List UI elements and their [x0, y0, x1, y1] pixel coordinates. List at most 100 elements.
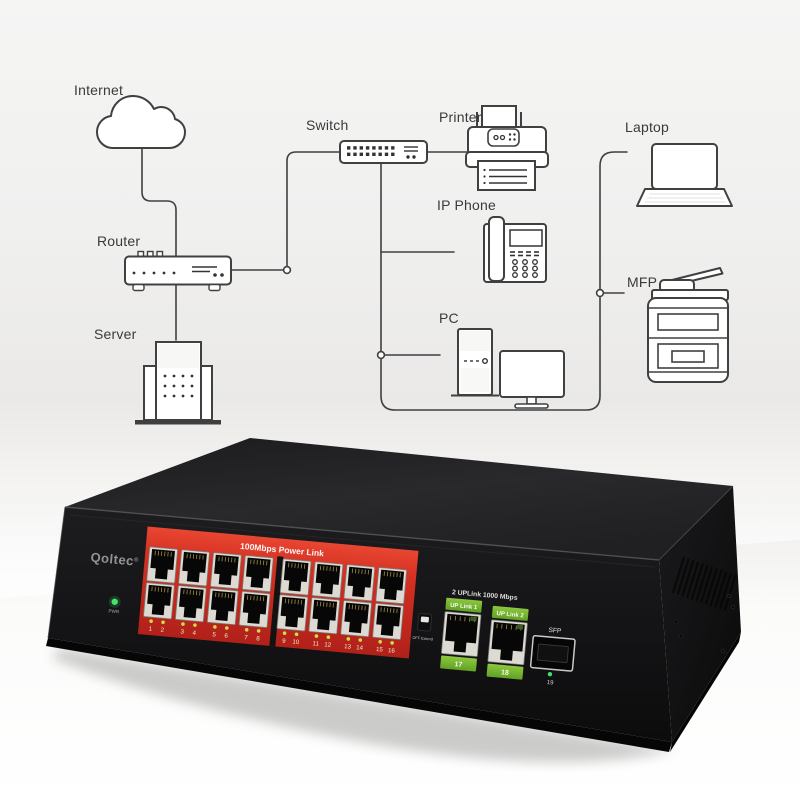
rj45-port — [340, 600, 372, 638]
port-number: 15 — [376, 646, 384, 654]
rj45-port — [308, 597, 341, 635]
label-laptop: Laptop — [625, 119, 670, 135]
port-number: 3 — [180, 628, 185, 635]
uplink-port-block: UP Link 2 18 — [486, 605, 529, 680]
label-ip-phone: IP Phone — [437, 197, 496, 213]
rj45-port — [441, 611, 482, 657]
screw-hole — [730, 604, 736, 610]
vent-slat — [681, 559, 695, 597]
internet-cloud-icon — [96, 95, 186, 149]
uplink-label: UP Link 1 — [450, 603, 478, 611]
port-led — [358, 638, 363, 642]
side-vents — [671, 556, 737, 611]
rj45-port — [238, 590, 271, 628]
uplink-number: 18 — [501, 669, 509, 677]
rj45-port — [242, 555, 274, 593]
label-mfp: MFP — [627, 274, 658, 290]
uplink-number: 17 — [454, 661, 462, 669]
port-led — [161, 620, 165, 625]
vent-slat — [714, 571, 728, 608]
line-internet-router — [141, 147, 177, 257]
line-joint-switch — [286, 151, 340, 268]
chassis-bottom-lip-side — [670, 632, 741, 752]
rj45-port — [279, 558, 312, 596]
rj45-port — [372, 602, 404, 640]
port-led — [256, 629, 261, 633]
rj45-port — [311, 561, 344, 599]
rj45-port — [206, 588, 239, 626]
label-switch: Switch — [306, 117, 349, 133]
port-led — [213, 625, 217, 629]
server-icon — [135, 341, 221, 425]
screw-hole — [720, 648, 726, 654]
junction-router — [282, 265, 292, 275]
mfp-icon — [647, 267, 729, 383]
port-led — [314, 634, 319, 638]
screw-hole — [726, 593, 732, 599]
vent-slat — [671, 556, 686, 594]
line-trunk — [380, 151, 628, 411]
port-group-divider — [269, 556, 284, 647]
port-led — [244, 628, 249, 632]
port-led — [294, 632, 299, 637]
rj45-port — [175, 585, 207, 623]
port-led — [193, 623, 197, 627]
rj45-port — [146, 546, 178, 584]
label-internet: Internet — [74, 82, 124, 98]
dip-switch: OFF Extend — [412, 612, 433, 642]
port-number: 12 — [324, 641, 332, 649]
connection-lines — [141, 147, 628, 411]
printer-icon — [465, 105, 549, 191]
port-number: 4 — [192, 629, 197, 636]
vent-slat — [723, 574, 737, 611]
side-screws — [673, 593, 736, 654]
sfp-number: 19 — [547, 680, 555, 687]
vent-slat — [718, 572, 733, 610]
screw-hole — [673, 619, 679, 625]
port-led — [149, 619, 153, 623]
label-pc: PC — [439, 310, 459, 326]
junction-dots — [282, 265, 605, 360]
uplink-label: UP Link 2 — [496, 611, 524, 619]
port-number: 7 — [244, 634, 249, 641]
brand-reg-mark: ® — [134, 556, 140, 563]
junction-pc — [376, 350, 386, 360]
chassis-bottom-lip — [46, 638, 672, 752]
rj45-port — [178, 549, 210, 587]
dip-switch-label: OFF Extend — [412, 636, 433, 642]
uplink-ports: UP Link 1 17 UP Link 2 18 — [440, 597, 529, 680]
power-led — [111, 598, 118, 606]
label-server: Server — [94, 326, 137, 342]
port-number: 14 — [356, 644, 364, 652]
brand-text: Qoltec — [90, 550, 135, 569]
port-led — [326, 635, 331, 639]
vent-slat — [676, 558, 690, 595]
port-led — [224, 626, 229, 630]
rj45-port — [276, 594, 309, 632]
port-number: 16 — [388, 647, 396, 655]
port-led — [390, 641, 394, 645]
port-led — [181, 622, 185, 626]
port-number: 10 — [292, 638, 300, 646]
switch-icon — [339, 140, 428, 164]
rj45-port — [343, 564, 376, 602]
sfp-led — [547, 672, 553, 677]
brand-logo: Qoltec® — [90, 550, 140, 569]
rj45-ports — [143, 546, 408, 640]
label-printer: Printer — [439, 109, 482, 125]
vent-slat — [704, 567, 718, 605]
laptop-icon — [636, 143, 733, 207]
port-number: 13 — [344, 643, 352, 651]
vent-slat — [695, 564, 709, 602]
port-number: 1 — [148, 626, 153, 633]
sfp-label: SFP — [548, 627, 562, 635]
rj45-port — [487, 619, 528, 666]
port-number: 8 — [256, 635, 261, 642]
label-router: Router — [97, 233, 141, 249]
power-led-label: PWR — [108, 608, 120, 614]
junction-mfp — [595, 288, 605, 298]
port-number: 11 — [312, 640, 320, 648]
router-icon — [124, 250, 232, 292]
